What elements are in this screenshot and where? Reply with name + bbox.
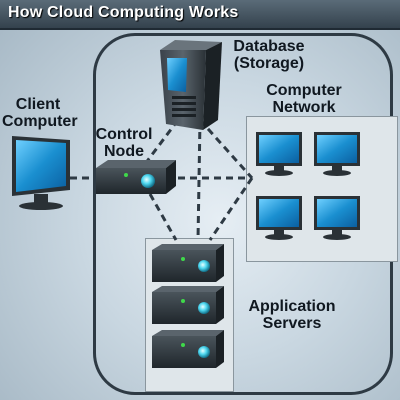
connection-lines — [70, 118, 254, 241]
database-to-servers-link — [196, 119, 202, 241]
application-server-icon-3 — [152, 330, 224, 368]
servers-label-line2: Servers — [262, 315, 322, 332]
network-monitor-icon-2 — [314, 132, 360, 176]
database-label-line1: Database — [233, 38, 305, 55]
servers-label-line1: Application — [248, 298, 336, 315]
application-servers-label: Application Servers — [240, 298, 344, 332]
network-label-line1: Computer — [266, 82, 342, 99]
application-server-icon-1 — [152, 244, 224, 282]
database-label: Database (Storage) — [224, 38, 314, 72]
network-monitor-icon-4 — [314, 196, 360, 240]
node-to-servers-link — [148, 193, 178, 241]
database-server-tower-icon — [160, 40, 222, 130]
database-label-line2: (Storage) — [233, 55, 305, 72]
node-to-database-link — [143, 119, 180, 165]
control-label-line2: Node — [104, 143, 144, 160]
network-label-line2: Network — [272, 99, 336, 116]
client-computer-label: Client Computer — [2, 96, 78, 130]
control-node-device-icon — [96, 160, 176, 194]
control-label-line1: Control — [95, 126, 153, 143]
network-monitor-icon-3 — [256, 196, 302, 240]
client-label-line1: Client — [15, 96, 61, 113]
title-bar: How Cloud Computing Works — [0, 0, 400, 30]
computer-network-label: Computer Network — [258, 82, 350, 116]
control-node-label: Control Node — [92, 126, 156, 160]
application-server-icon-2 — [152, 286, 224, 324]
database-to-network-link — [198, 118, 254, 180]
network-to-servers-link — [208, 177, 254, 241]
diagram-title: How Cloud Computing Works — [8, 4, 239, 21]
client-label-line2: Computer — [2, 113, 78, 130]
client-computer-monitor-icon — [12, 136, 70, 210]
network-monitor-icon-1 — [256, 132, 302, 176]
